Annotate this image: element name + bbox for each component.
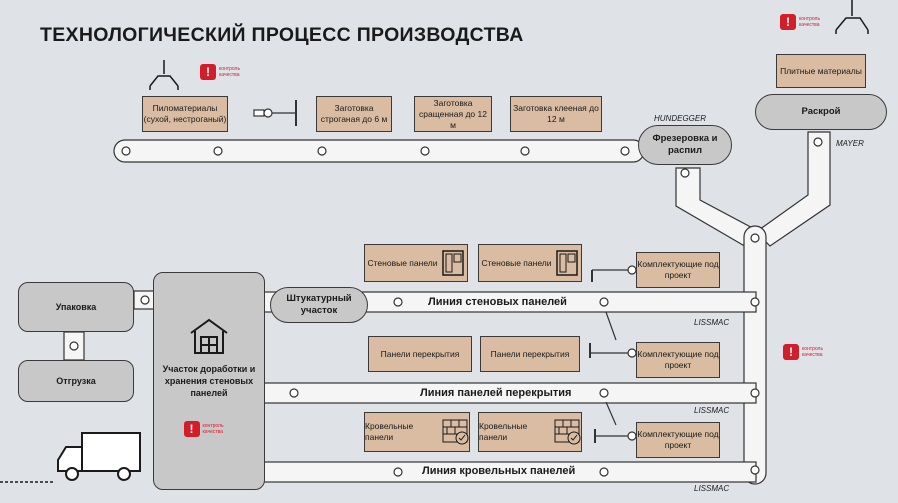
exclamation-icon: ! <box>783 344 799 360</box>
warehouse-icon <box>190 318 228 354</box>
kit-box: Комплектующие под проект <box>636 342 720 378</box>
panel-box: Кровельные панели <box>364 412 470 452</box>
material-box: Пиломатериалы (сухой, нестроганый) <box>142 96 228 132</box>
wall-panel-icon <box>442 250 465 276</box>
exclamation-icon: ! <box>780 14 796 30</box>
panel-box: Стеновые панели <box>478 244 582 282</box>
top-conveyor <box>113 139 645 163</box>
brand-label: LISSMAC <box>694 318 730 327</box>
plaster-station: Штукатурный участок <box>270 287 368 323</box>
panel-box: Стеновые панели <box>364 244 468 282</box>
page-title: ТЕХНОЛОГИЧЕСКИЙ ПРОЦЕСС ПРОИЗВОДСТВА <box>40 24 524 46</box>
line-label: Линия кровельных панелей <box>418 465 580 477</box>
brand-label: LISSMAC <box>694 406 730 415</box>
material-box: Заготовка сращенная до 12 м <box>414 96 492 132</box>
quality-control-badge: ! контроль качества <box>183 421 235 437</box>
warehouse-station: Участок доработки и хранения стеновых па… <box>153 272 265 490</box>
quality-control-badge: ! контроль качества <box>783 344 834 360</box>
panel-box: Панели перекрытия <box>480 336 580 372</box>
brand-label: LISSMAC <box>694 484 730 493</box>
milling-station: Фрезеровка и распил <box>638 125 732 165</box>
exclamation-icon: ! <box>200 64 216 80</box>
material-box: Заготовка строганая до 6 м <box>316 96 392 132</box>
line-label: Линия стеновых панелей <box>424 296 571 308</box>
quality-control-badge: ! контроль качества <box>780 14 831 30</box>
brand-label: MAYER <box>836 139 864 148</box>
shipping-station: Отгрузка <box>18 360 134 402</box>
kit-box: Комплектующие под проект <box>636 422 720 458</box>
exclamation-icon: ! <box>183 421 200 437</box>
packing-station: Упаковка <box>18 282 134 332</box>
panel-box: Панели перекрытия <box>368 336 472 372</box>
line-label: Линия панелей перекрытия <box>416 387 576 399</box>
roof-tile-icon <box>442 419 469 445</box>
wall-panel-icon <box>556 250 579 276</box>
material-box: Заготовка клееная до 12 м <box>510 96 602 132</box>
brand-label: HUNDEGGER <box>654 114 707 123</box>
crane-icon <box>149 0 869 90</box>
vertical-conveyor <box>743 225 767 485</box>
material-box: Плитные материалы <box>776 54 866 88</box>
panel-box: Кровельные панели <box>478 412 582 452</box>
roof-tile-icon <box>554 419 581 445</box>
kit-box: Комплектующие под проект <box>636 252 720 288</box>
cutting-station: Раскрой <box>755 94 887 130</box>
truck-icon <box>57 432 141 481</box>
quality-control-badge: ! контроль качества <box>200 64 251 80</box>
